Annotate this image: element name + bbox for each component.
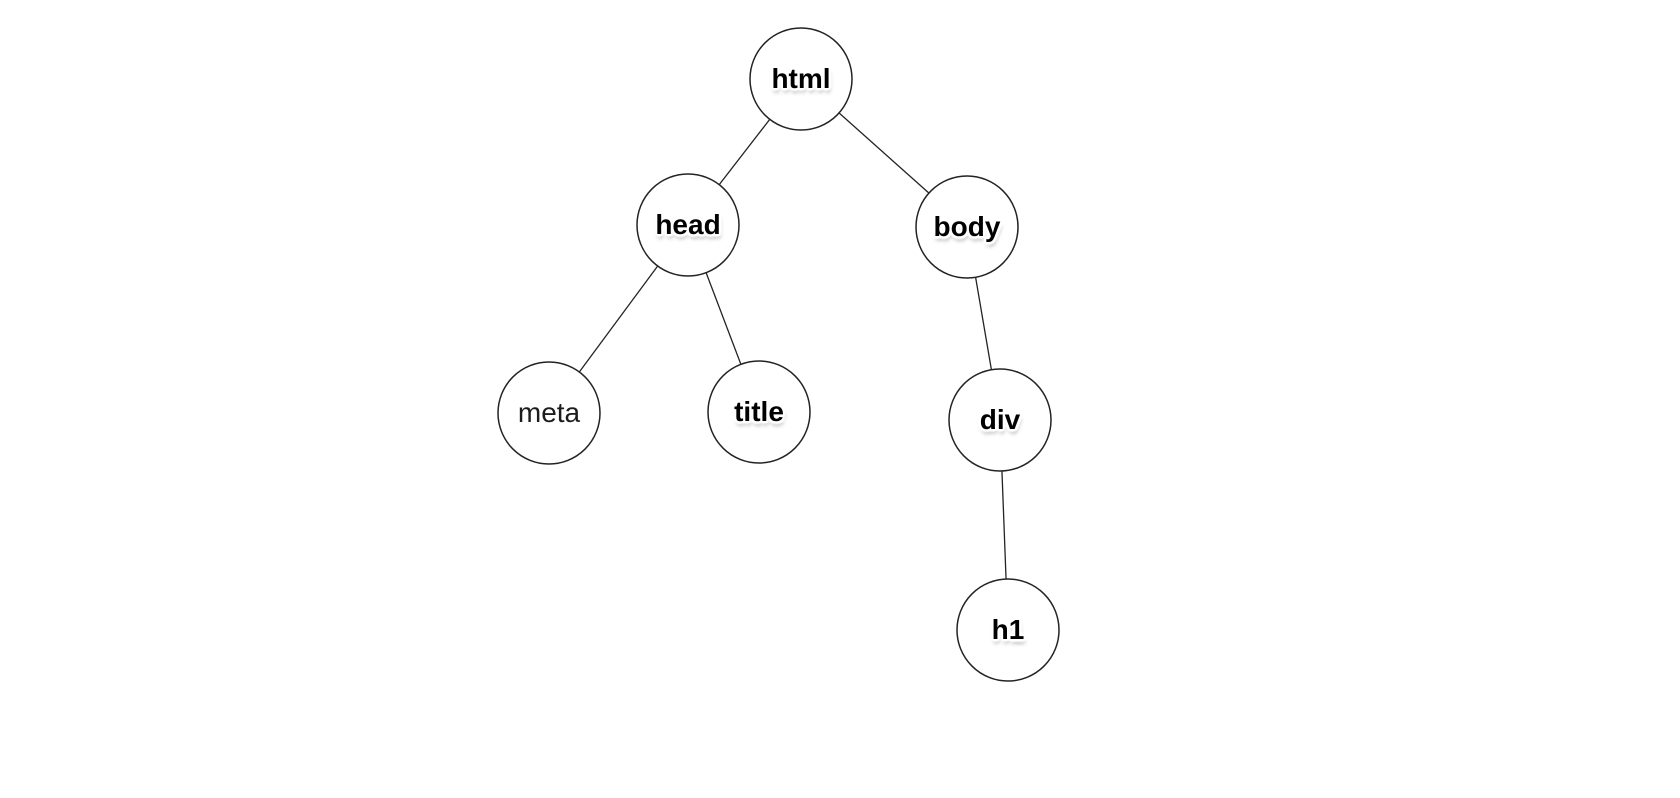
tree-node-label-meta: meta — [517, 397, 581, 428]
tree-node-circle-h1 — [956, 578, 1060, 682]
tree-node-label-html: html — [771, 63, 831, 94]
tree-node-circle-body — [915, 175, 1019, 279]
tree-node-circle-head — [636, 173, 740, 277]
tree-node-circle-title — [707, 360, 811, 464]
tree-node-label-div: div — [979, 404, 1021, 435]
tree-node-label-h1: h1 — [991, 614, 1025, 645]
tree-node-circle-html — [749, 27, 853, 131]
tree-node-circle-meta — [497, 361, 601, 465]
tree-node-label-body: body — [933, 211, 1001, 242]
tree-node-label-head: head — [655, 209, 721, 240]
tree-node-label-title: title — [734, 396, 784, 427]
tree-node-circle-div — [948, 368, 1052, 472]
